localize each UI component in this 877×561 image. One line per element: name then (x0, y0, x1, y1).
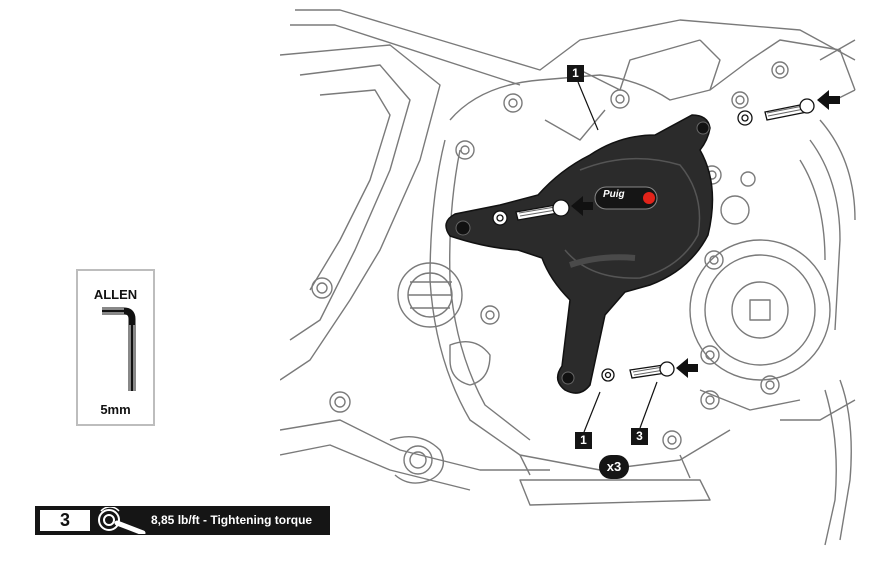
step-number: 3 (40, 510, 90, 531)
allen-key-icon (102, 307, 136, 391)
tool-box: ALLEN 5mm (76, 269, 155, 426)
step-torque-bar: 3 8,85 lb/ft - Tightening torque (35, 506, 330, 535)
callout-bolt: 3 (631, 428, 648, 445)
tool-name: ALLEN (93, 287, 138, 302)
quantity-badge: x3 (599, 455, 629, 479)
torque-wrench-icon (98, 507, 146, 534)
arrow-left-icon (571, 90, 840, 378)
engine-drawing (280, 9, 856, 546)
tool-size: 5mm (100, 402, 131, 417)
callout-cover: 1 (567, 65, 584, 82)
callout-washer: 1 (575, 432, 592, 449)
torque-text: 8,85 lb/ft - Tightening torque (151, 513, 313, 527)
cover-logo-text: Puig (603, 189, 625, 200)
